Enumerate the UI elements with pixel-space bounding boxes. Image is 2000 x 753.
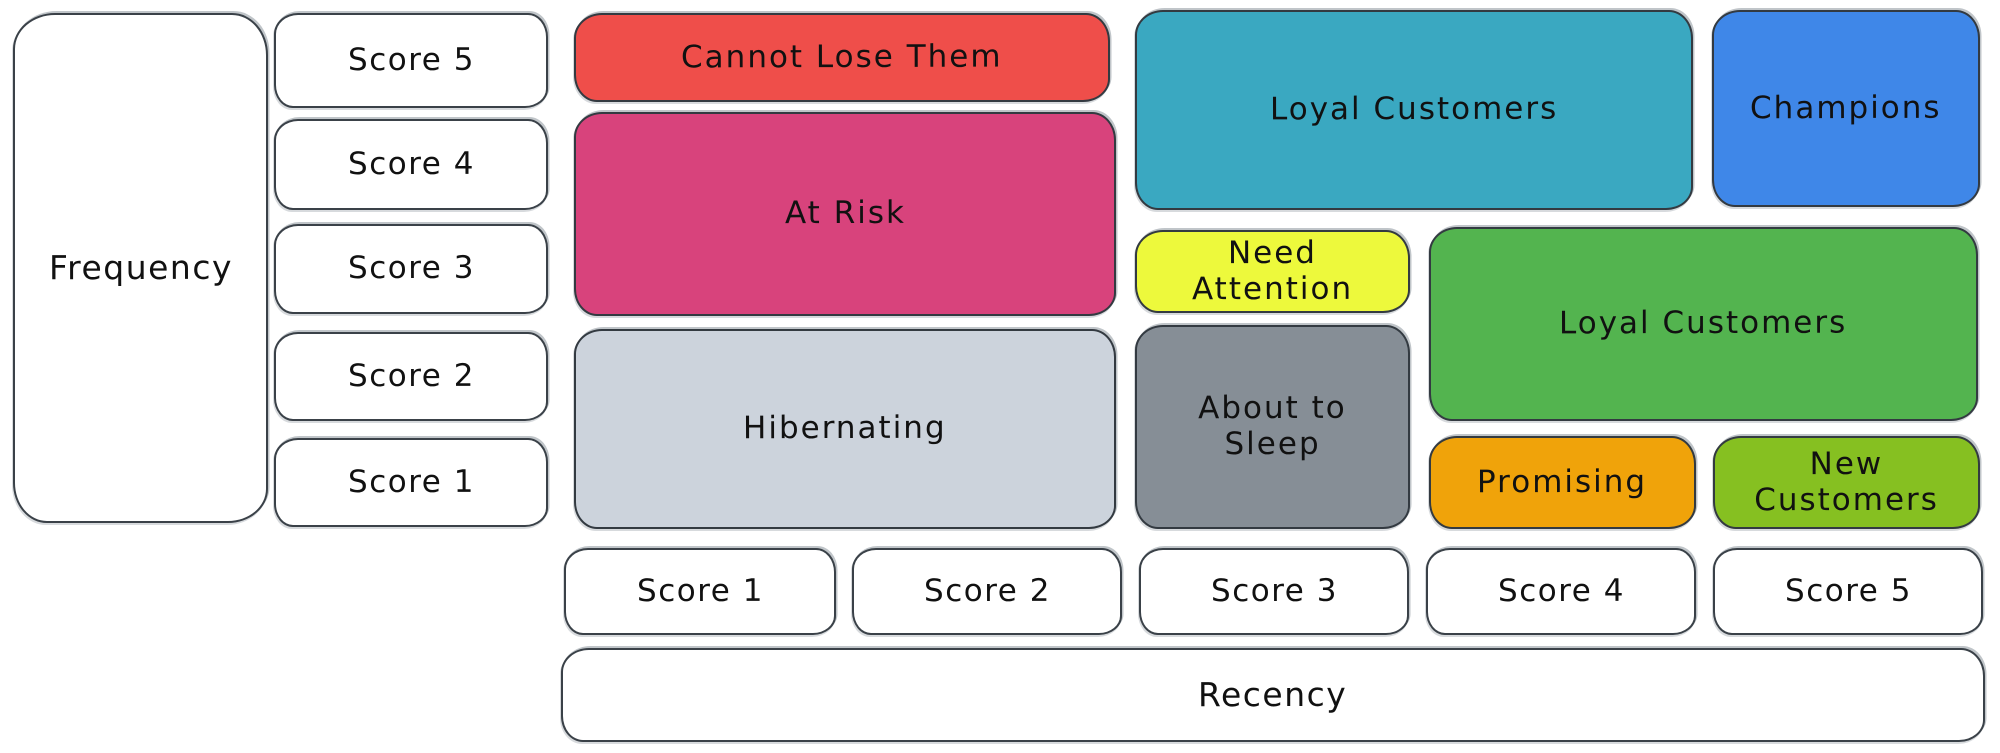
frequency-score-4-box: Score 4 (274, 119, 548, 210)
recency-score-1-box-label: Score 1 (636, 572, 764, 609)
recency-axis-label-box: Recency (561, 648, 1985, 742)
recency-score-2-box: Score 2 (852, 548, 1122, 635)
frequency-axis-label-box: Frequency (13, 13, 268, 523)
segment-new-customers-label: New Customers (1754, 445, 1939, 518)
segment-promising: Promising (1429, 436, 1696, 529)
frequency-score-2-box: Score 2 (274, 332, 548, 421)
segment-at-risk-label: At Risk (784, 195, 906, 232)
segment-loyal-customers-mid-label: Loyal Customers (1559, 304, 1848, 342)
recency-score-5-box: Score 5 (1713, 548, 1983, 635)
recency-score-3-box: Score 3 (1139, 548, 1409, 635)
frequency-score-5-box: Score 5 (274, 13, 548, 108)
recency-score-3-box-label: Score 3 (1210, 572, 1338, 609)
recency-axis-label-box-label: Recency (1198, 674, 1348, 715)
segment-loyal-customers-mid: Loyal Customers (1429, 227, 1978, 421)
segment-promising-label: Promising (1477, 463, 1648, 500)
recency-score-2-box-label: Score 2 (923, 572, 1051, 609)
segment-loyal-customers-top-label: Loyal Customers (1269, 90, 1559, 128)
segment-about-to-sleep-label: About to Sleep (1198, 390, 1347, 463)
segment-hibernating: Hibernating (574, 329, 1116, 529)
segment-champions-label: Champions (1750, 89, 1942, 126)
frequency-score-2-box-label: Score 2 (347, 357, 475, 394)
recency-score-4-box: Score 4 (1426, 548, 1696, 635)
frequency-score-3-box-label: Score 3 (347, 250, 475, 287)
frequency-score-5-box-label: Score 5 (347, 41, 475, 78)
segment-at-risk: At Risk (574, 112, 1116, 316)
recency-score-1-box: Score 1 (564, 548, 836, 635)
frequency-score-1-box-label: Score 1 (347, 463, 475, 500)
segment-cannot-lose-them-label: Cannot Lose Them (681, 38, 1003, 76)
segment-hibernating-label: Hibernating (743, 409, 947, 447)
frequency-score-3-box: Score 3 (274, 224, 548, 314)
segment-need-attention: Need Attention (1135, 230, 1410, 313)
segment-cannot-lose-them: Cannot Lose Them (574, 13, 1110, 102)
frequency-axis-label-box-label: Frequency (48, 247, 233, 288)
recency-score-4-box-label: Score 4 (1497, 572, 1625, 609)
frequency-score-1-box: Score 1 (274, 438, 548, 527)
segment-need-attention-label: Need Attention (1191, 234, 1354, 307)
frequency-score-4-box-label: Score 4 (347, 145, 475, 182)
segment-new-customers: New Customers (1713, 436, 1980, 529)
segment-champions: Champions (1712, 10, 1980, 207)
recency-score-5-box-label: Score 5 (1784, 572, 1912, 609)
segment-about-to-sleep: About to Sleep (1135, 325, 1410, 529)
segment-loyal-customers-top: Loyal Customers (1135, 10, 1693, 210)
